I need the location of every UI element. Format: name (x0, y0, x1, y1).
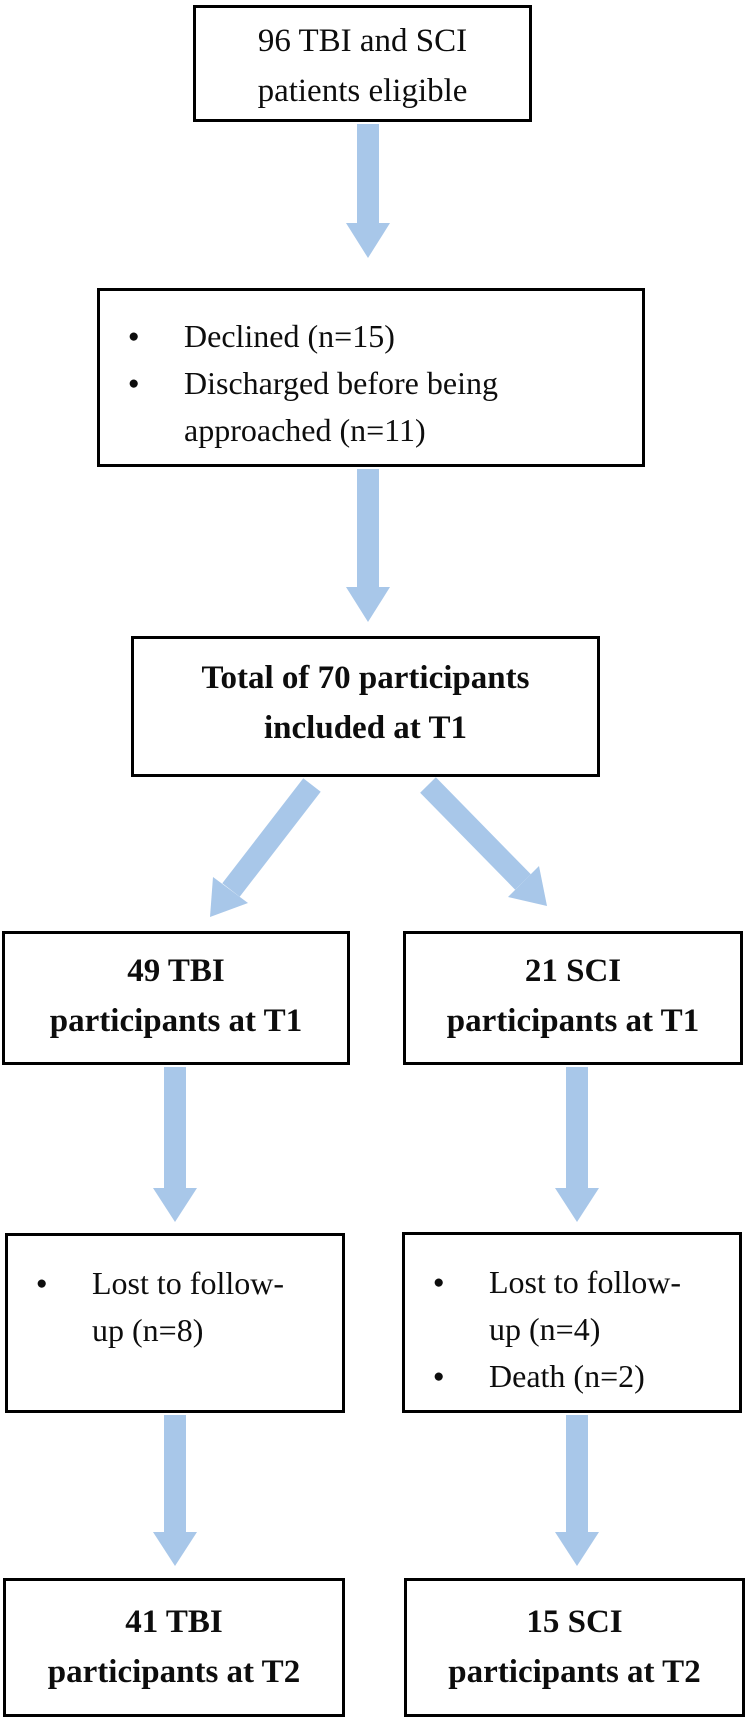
arrow-included-to-tbi-t1-icon (210, 778, 321, 917)
arrow-sci-lost-to-t2-icon (555, 1415, 599, 1566)
sci-lost-list: Lost to follow-up (n=4) Death (n=2) (405, 1235, 739, 1400)
excluded-t1-list: Declined (n=15) Discharged before being … (100, 291, 642, 454)
arrow-sci-t1-to-lost-icon (555, 1067, 599, 1222)
list-item-sci-lost: Lost to follow-up (n=4) (405, 1259, 694, 1353)
box-tbi-t1: 49 TBI participants at T1 (2, 931, 350, 1065)
box-eligible-line-1: 96 TBI and SCI (257, 23, 468, 59)
box-included-t1-line-1: Total of 70 participants (201, 660, 530, 696)
list-item-declined: Declined (n=15) (100, 313, 634, 360)
box-tbi-lost: Lost to follow-up (n=8) (5, 1233, 345, 1413)
box-excluded-t1: Declined (n=15) Discharged before being … (97, 288, 645, 467)
box-sci-t2-line-1: 15 SCI (526, 1604, 623, 1640)
box-sci-t2: 15 SCI participants at T2 (404, 1578, 745, 1717)
arrow-tbi-lost-to-t2-icon (153, 1415, 197, 1566)
list-item-sci-death: Death (n=2) (405, 1353, 694, 1400)
box-tbi-t1-line-2: participants at T1 (49, 1003, 303, 1039)
box-eligible-line-2: patients eligible (257, 73, 468, 109)
box-sci-t1-line-1: 21 SCI (524, 953, 622, 989)
box-sci-t2-line-2: participants at T2 (448, 1654, 701, 1690)
box-sci-t1: 21 SCI participants at T1 (403, 931, 743, 1065)
tbi-lost-list: Lost to follow-up (n=8) (8, 1236, 342, 1354)
box-included-t1: Total of 70 participants included at T1 (131, 636, 600, 777)
arrow-excluded-to-included-icon (346, 469, 390, 622)
box-eligible: 96 TBI and SCI patients eligible (193, 5, 532, 122)
box-tbi-t2: 41 TBI participants at T2 (3, 1578, 345, 1717)
box-included-t1-line-2: included at T1 (264, 710, 467, 746)
list-item-discharged: Discharged before being approached (n=11… (100, 360, 634, 454)
arrow-included-to-sci-t1-icon (420, 777, 547, 906)
box-tbi-t2-line-1: 41 TBI (125, 1604, 223, 1640)
arrow-tbi-t1-to-lost-icon (153, 1067, 197, 1222)
box-tbi-t2-line-2: participants at T2 (47, 1654, 301, 1690)
box-sci-t1-line-2: participants at T1 (446, 1003, 700, 1039)
list-item-tbi-lost: Lost to follow-up (n=8) (8, 1260, 297, 1354)
arrow-eligible-to-excluded-icon (346, 124, 390, 258)
box-sci-lost: Lost to follow-up (n=4) Death (n=2) (402, 1232, 742, 1413)
box-tbi-t1-line-1: 49 TBI (127, 953, 225, 989)
